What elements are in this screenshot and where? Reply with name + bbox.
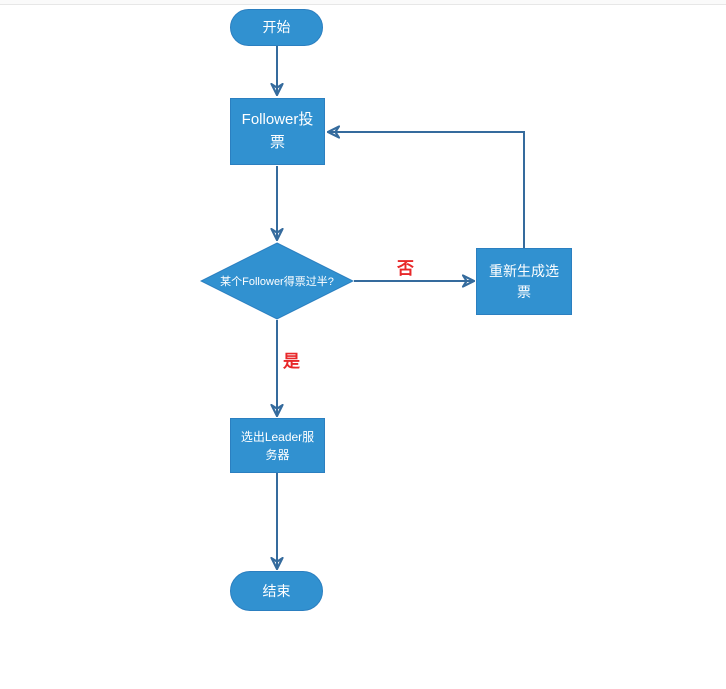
node-follower-vote-label: Follower投票: [241, 111, 314, 151]
node-decision: 某个Follower得票过半?: [200, 242, 354, 320]
node-follower-vote: Follower投票: [230, 98, 325, 165]
node-elect-leader-label: 选出Leader服务器: [240, 429, 315, 462]
top-divider: [0, 0, 726, 5]
node-end: 结束: [230, 571, 323, 611]
node-decision-label: 某个Follower得票过半?: [220, 276, 334, 288]
edge-label-no: 否: [397, 259, 414, 278]
edge-regenerate-to-vote: [328, 132, 525, 248]
node-elect-leader: 选出Leader服务器: [230, 418, 325, 473]
node-end-label: 结束: [262, 582, 291, 599]
edge-label-yes: 是: [283, 352, 300, 371]
node-regenerate-ballot-label: 重新生成选票: [489, 262, 559, 300]
node-start: 开始: [230, 9, 323, 46]
node-regenerate-ballot: 重新生成选票: [476, 248, 572, 315]
diamond-shape: [200, 242, 354, 320]
node-start-label: 开始: [262, 19, 291, 35]
